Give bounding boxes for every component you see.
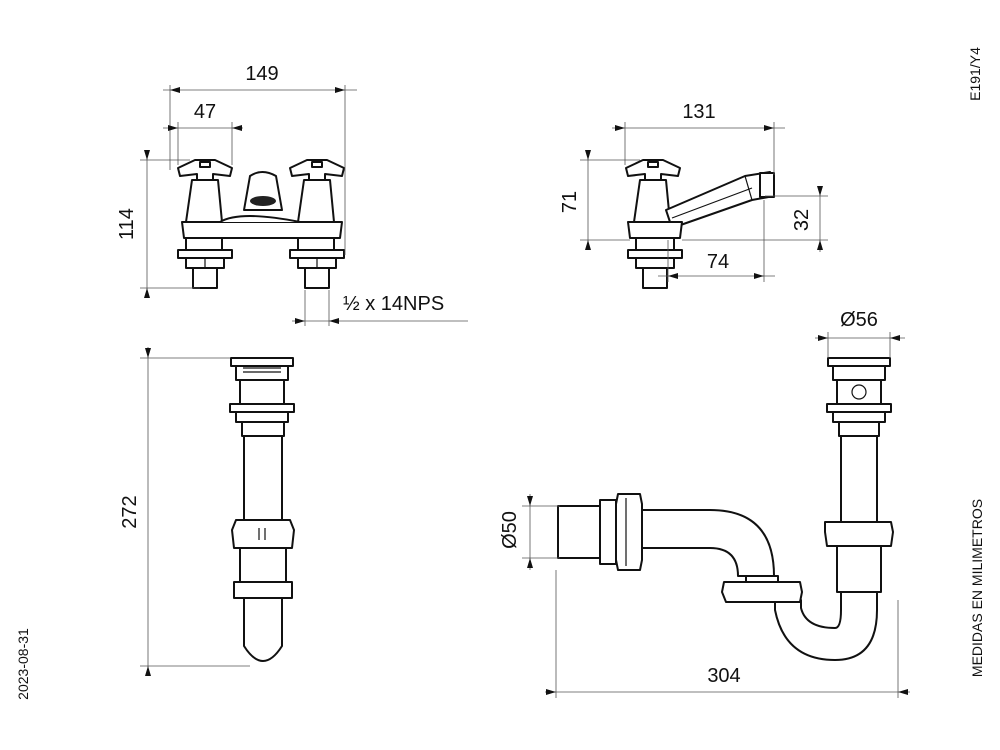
drain-side-view [229, 357, 295, 662]
dim-trap-height: 272 [119, 347, 250, 676]
faucet-front-view [177, 159, 345, 289]
drain-front-view [557, 357, 894, 661]
drawing-code: E191/Y4 [967, 47, 983, 101]
dim-spout-length: 131 [612, 101, 785, 175]
dim-faucet-height-label: 114 [116, 208, 138, 240]
dim-spout-height: 32 [682, 186, 828, 252]
dim-trap-height-label: 272 [119, 495, 141, 528]
dim-tap-height-label: 71 [559, 191, 581, 213]
dim-handle-width: 47 [163, 101, 243, 165]
dim-spout-reach: 74 [658, 200, 775, 282]
units-note: MEDIDAS EN MILIMETROS [969, 499, 985, 677]
dim-trap-length-label: 304 [707, 665, 740, 687]
dim-outlet-diameter-label: Ø50 [499, 511, 521, 549]
drawing-date: 2023-08-31 [15, 628, 31, 700]
dim-thread-label: ½ x 14NPS [343, 293, 444, 315]
dim-spout-reach-label: 74 [707, 251, 729, 273]
dim-spout-height-label: 32 [791, 209, 813, 231]
dim-drain-diameter: Ø56 [815, 309, 905, 358]
dim-spout-length-label: 131 [682, 101, 715, 123]
tap-side-view [625, 159, 775, 289]
dim-thread: ½ x 14NPS [292, 290, 468, 326]
dim-faucet-width-label: 149 [245, 63, 278, 85]
dim-faucet-height: 114 [116, 150, 200, 298]
dim-faucet-width: 149 [163, 63, 357, 255]
dim-tap-height: 71 [559, 150, 640, 250]
dim-outlet-diameter: Ø50 [499, 494, 560, 570]
dim-drain-diameter-label: Ø56 [840, 309, 878, 331]
dim-trap-length: 304 [545, 570, 910, 698]
dim-handle-width-label: 47 [194, 101, 216, 123]
